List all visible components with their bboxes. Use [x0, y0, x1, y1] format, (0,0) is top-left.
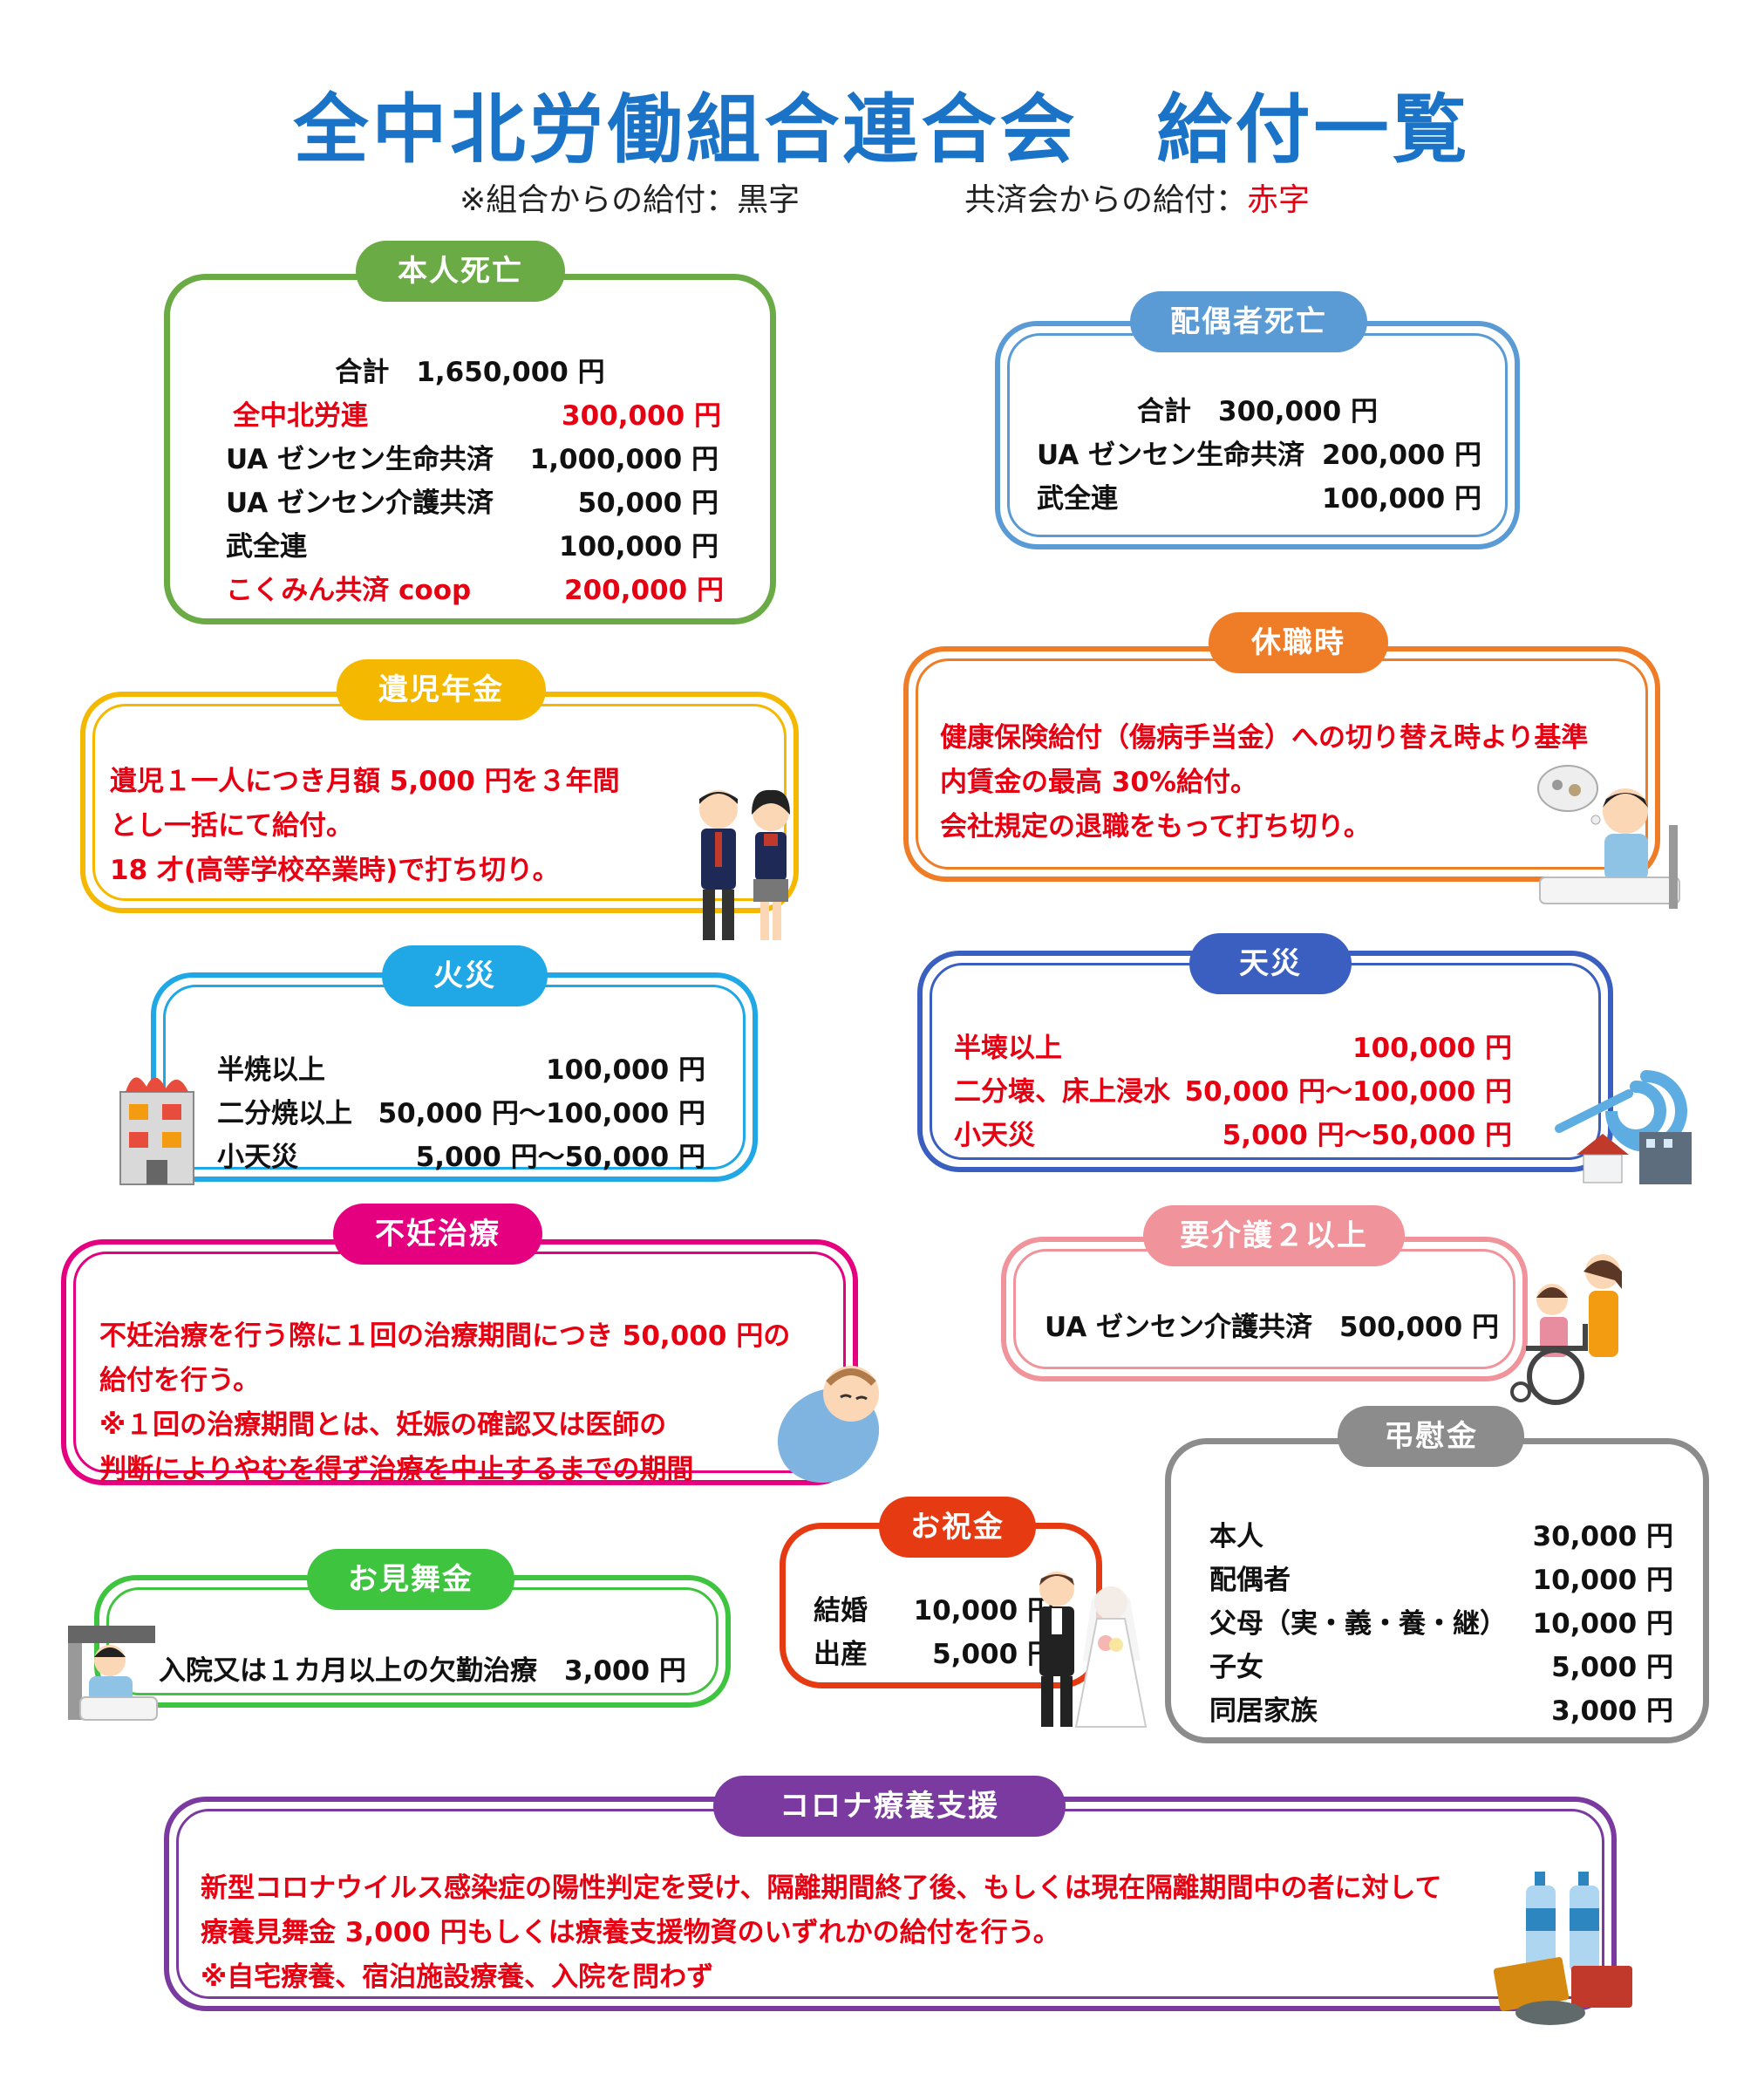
celebration-label: お祝金 — [879, 1497, 1036, 1558]
typhoon-icon — [1555, 1070, 1692, 1184]
condolence-row: 父母（実・義・養・継）10,000 円 — [1209, 1608, 1673, 1640]
infertility-box: 不妊治療を行う際に１回の治療期間につき 50,000 円の給付を行う。※１回の治… — [61, 1239, 858, 1485]
visit-label: お見舞金 — [307, 1549, 514, 1610]
legend-mutual-prefix: 共済会からの給付： — [964, 182, 1248, 218]
corona-label: コロナ療養支援 — [713, 1776, 1066, 1837]
death-spouse-total: 合計 300,000 円 — [1137, 396, 1378, 427]
legend-union: ※組合からの給付：黒字 — [460, 182, 800, 218]
corona-text: 新型コロナウイルス感染症の陽性判定を受け、隔離期間終了後、もしくは現在隔離期間中… — [201, 1872, 1442, 1993]
fire-label: 火災 — [382, 945, 548, 1006]
death-self-total: 合計 1,650,000 円 — [335, 357, 605, 388]
sick-in-bed-icon — [1537, 765, 1680, 909]
disaster-label: 天災 — [1189, 933, 1352, 994]
page-title: 全中北労働組合連合会 給付一覧 — [293, 86, 1471, 174]
students-icon — [699, 789, 790, 940]
care-label: 要介護２以上 — [1143, 1205, 1405, 1266]
infertility-label: 不妊治療 — [333, 1204, 542, 1265]
orphan-text: 遺児１一人につき月額 5,000 円を３年間とし一括にて給付。18 才(高等学校… — [110, 766, 620, 886]
wedding-couple-icon — [1039, 1572, 1148, 1728]
supplies-icon — [1493, 1872, 1632, 2025]
leave-label: 休職時 — [1209, 612, 1388, 673]
death-self-label: 本人死亡 — [356, 241, 565, 302]
orphan-label: 遺児年金 — [337, 659, 546, 720]
wheelchair-care-icon — [1510, 1254, 1622, 1405]
orphan-box: 遺児１一人につき月額 5,000 円を３年間とし一括にて給付。18 才(高等学校… — [80, 692, 799, 913]
condolence-label: 弔慰金 — [1338, 1406, 1524, 1467]
visit-box: 入院又は１カ月以上の欠勤治療 3,000 円 — [94, 1575, 731, 1708]
legend-mutual: 共済会からの給付：赤字 — [964, 174, 1310, 220]
leave-text: 健康保険給付（傷病手当金）への切り替え時より基準内賃金の最高 30%給付。会社規… — [940, 722, 1589, 842]
hospital-patient-icon — [68, 1626, 158, 1721]
legend-mutual-red: 赤字 — [1247, 182, 1311, 218]
death-spouse-label: 配偶者死亡 — [1130, 291, 1367, 352]
baby-icon — [777, 1366, 880, 1484]
infertility-text: 不妊治療を行う際に１回の治療期間につき 50,000 円の給付を行う。※１回の治… — [99, 1320, 791, 1485]
burning-building-icon — [119, 1077, 194, 1185]
visit-row: 入院又は１カ月以上の欠勤治療 3,000 円 — [159, 1655, 686, 1687]
care-row: UA ゼンセン介護共済 500,000 円 — [1045, 1312, 1499, 1343]
